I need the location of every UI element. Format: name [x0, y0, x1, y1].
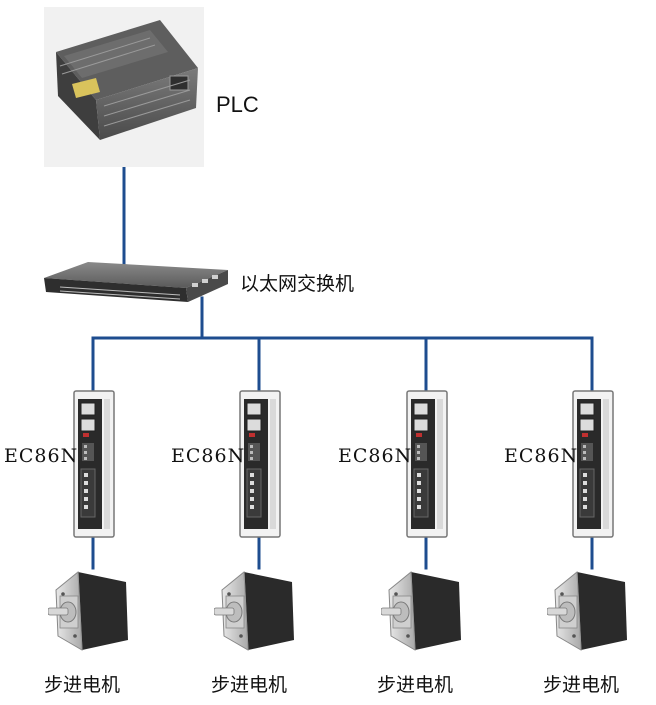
switch-label: 以太网交换机	[240, 273, 354, 295]
ethernet-switch-icon	[44, 262, 228, 302]
motor-node-3: 步进电机	[377, 571, 462, 696]
stepper-driver-icon	[572, 390, 614, 538]
motor-node-2: 步进电机	[211, 571, 295, 696]
driver-label: EC86N	[504, 445, 578, 467]
switch-node: 以太网交换机	[44, 262, 354, 302]
stepper-motor-icon	[381, 571, 462, 651]
stepper-driver-icon	[406, 390, 448, 538]
stepper-motor-icon	[214, 571, 295, 651]
motor-label: 步进电机	[211, 674, 287, 696]
motor-node-4: 步进电机	[543, 571, 628, 696]
driver-node-3: EC86N	[338, 390, 448, 538]
driver-node-2: EC86N	[171, 390, 281, 538]
plc-icon	[56, 20, 198, 140]
stepper-motor-icon	[547, 571, 628, 651]
motor-label: 步进电机	[44, 674, 120, 696]
driver-label: EC86N	[338, 445, 412, 467]
plc-label: PLC	[216, 92, 259, 117]
plc-node: PLC	[44, 7, 259, 167]
motor-label: 步进电机	[377, 674, 453, 696]
cables	[91, 166, 594, 570]
motor-label: 步进电机	[543, 674, 619, 696]
stepper-motor-icon	[48, 571, 129, 651]
driver-node-1: EC86N	[4, 390, 115, 538]
motor-node-1: 步进电机	[44, 571, 129, 696]
driver-label: EC86N	[171, 445, 245, 467]
driver-label: EC86N	[4, 445, 78, 467]
stepper-driver-icon	[239, 390, 281, 538]
stepper-driver-icon	[73, 390, 115, 538]
driver-node-4: EC86N	[504, 390, 614, 538]
